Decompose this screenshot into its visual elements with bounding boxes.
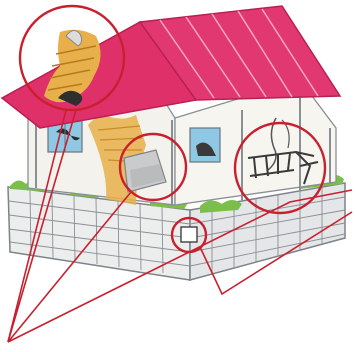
foundation-crack-marker (181, 227, 197, 242)
